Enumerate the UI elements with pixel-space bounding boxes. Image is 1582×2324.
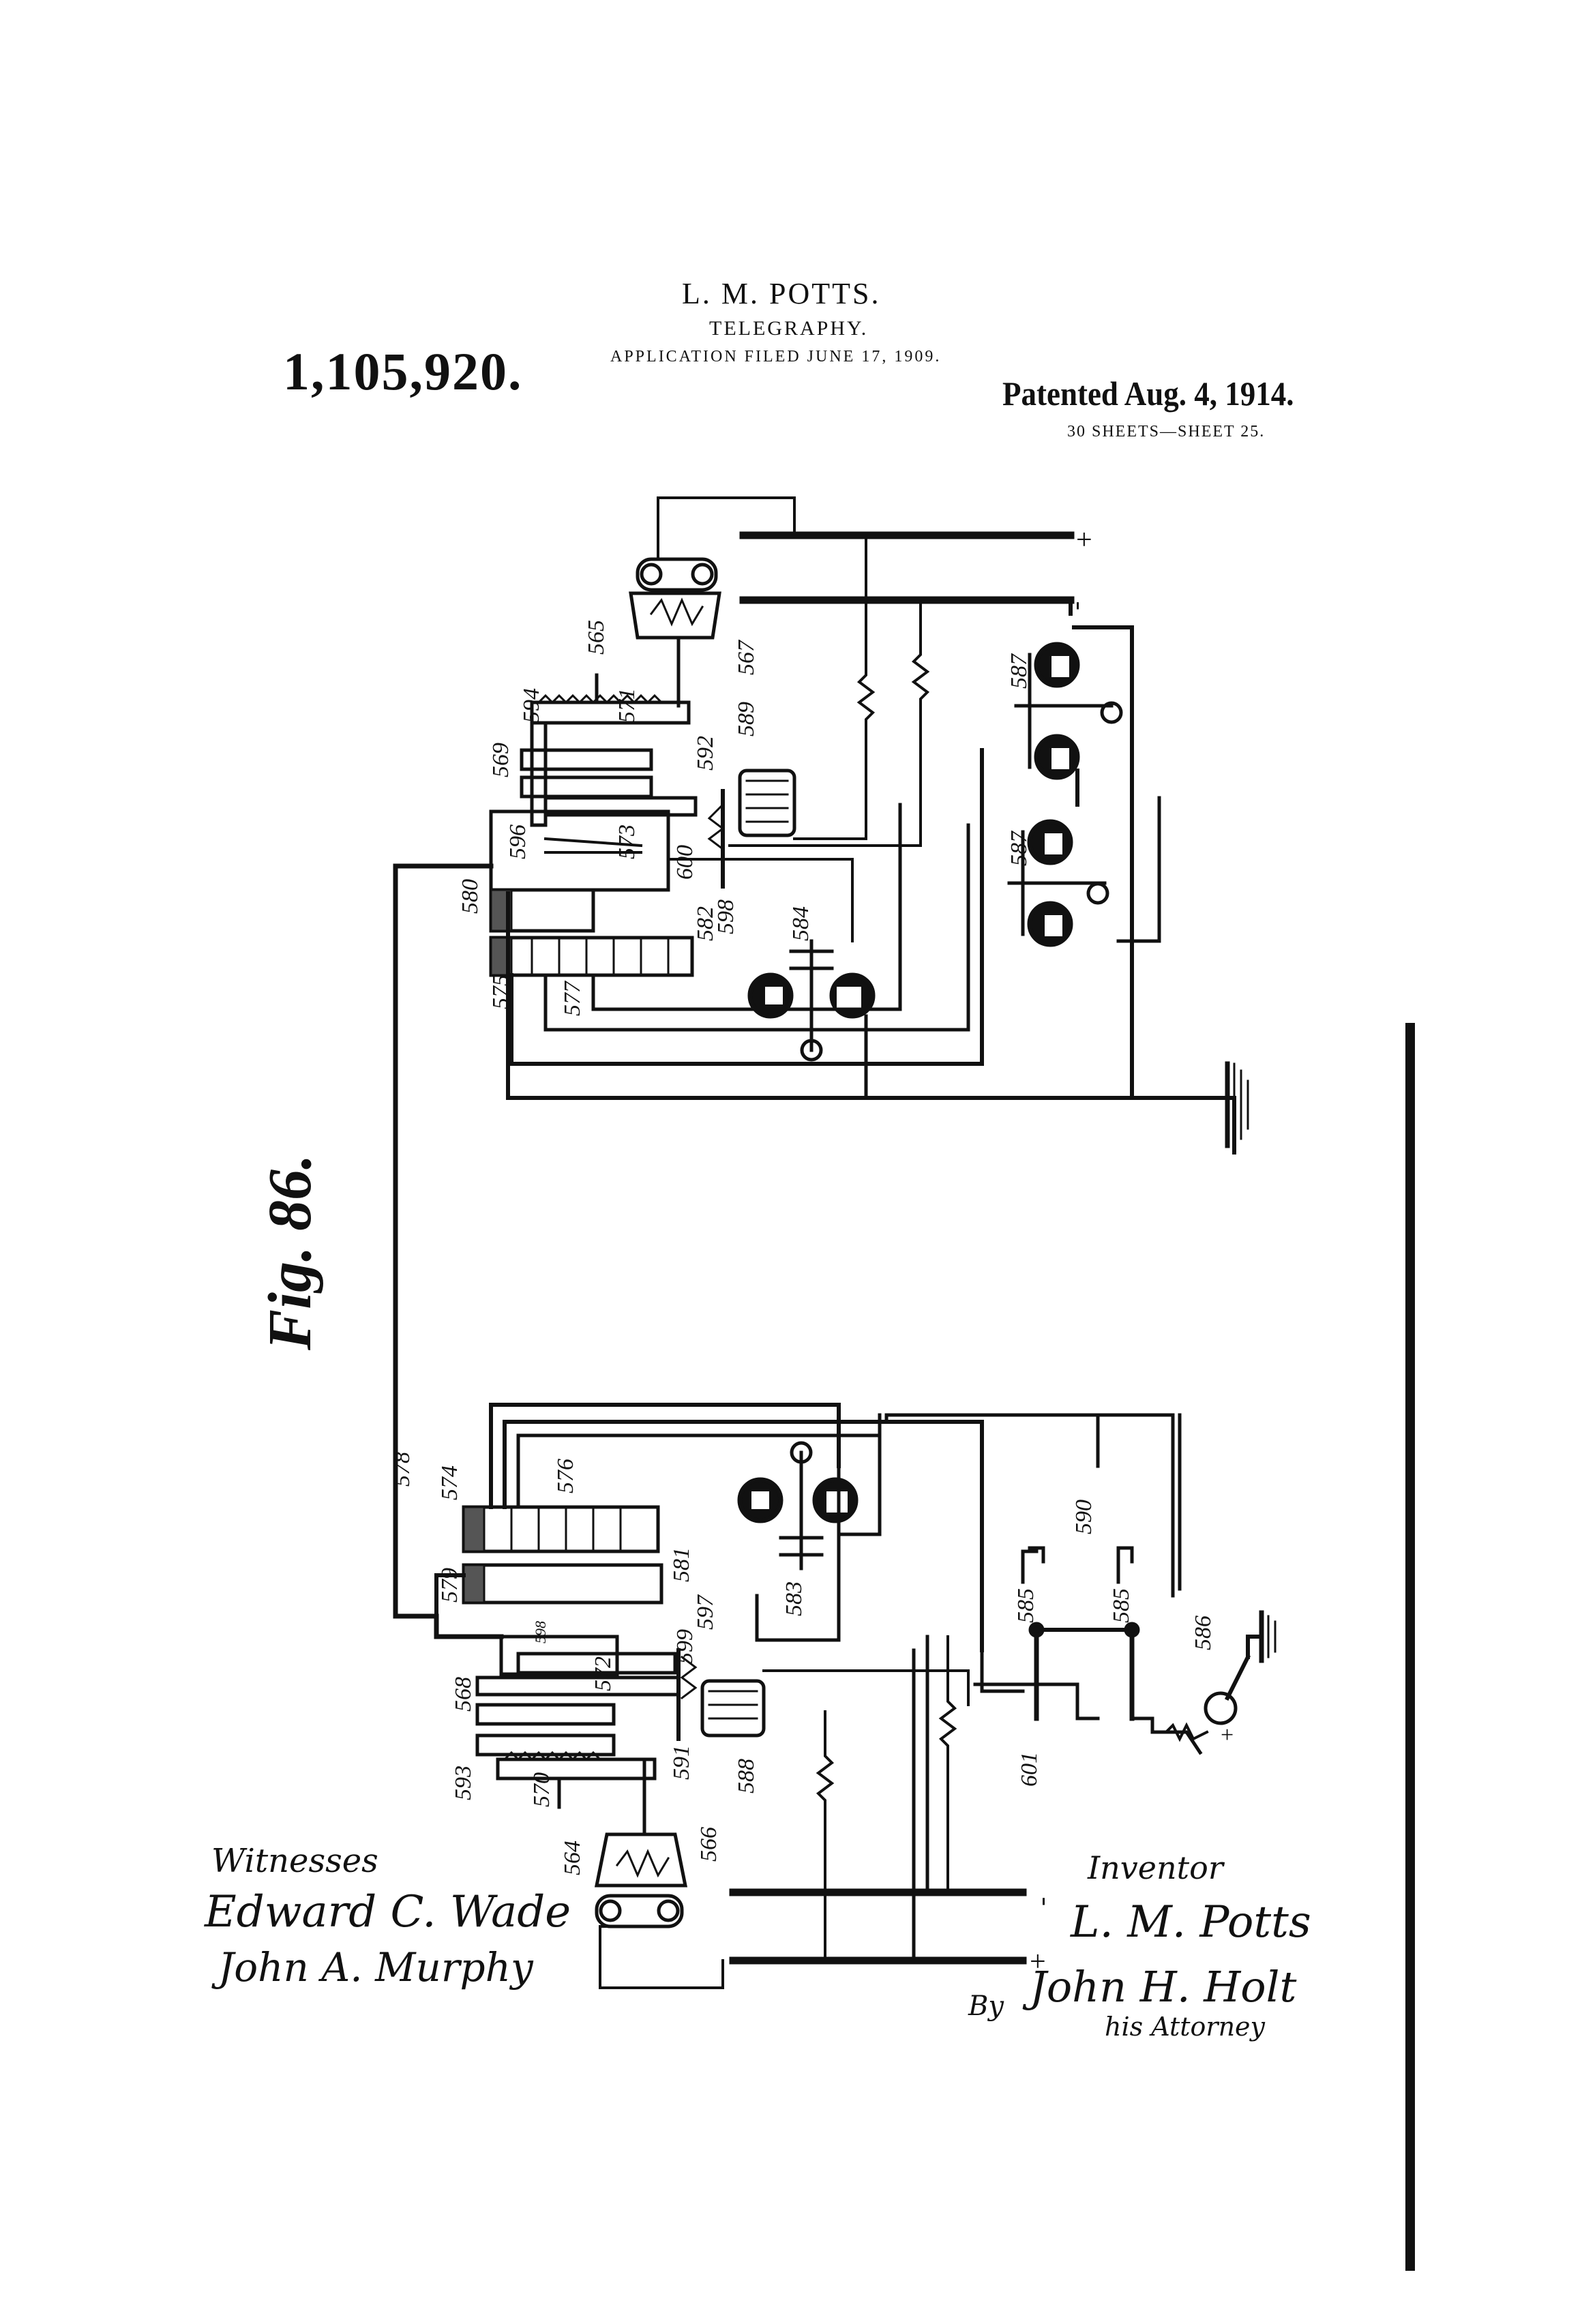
plus-terminal-top: + — [1076, 524, 1092, 556]
ref-label: 567 — [734, 639, 759, 675]
ref-label: 589 — [734, 702, 759, 736]
ref-label: 601 — [1017, 1752, 1042, 1787]
ref-label: 569 — [488, 743, 513, 777]
ref-label: 598 — [532, 1621, 549, 1643]
witnesses-label: Witnesses — [211, 1842, 378, 1880]
figure-label: Fig. 86. — [256, 1154, 324, 1351]
ref-label: 597 — [693, 1594, 718, 1630]
ref-label: 573 — [614, 824, 640, 859]
ref-label: 578 — [389, 1452, 415, 1487]
ref-label: 577 — [560, 980, 585, 1016]
ref-label: 584 — [788, 906, 814, 941]
attorney-label: his Attorney — [1105, 2012, 1266, 2042]
application-filed: APPLICATION FILED JUNE 17, 1909. — [610, 348, 942, 366]
ref-label: 592 — [693, 736, 718, 771]
ref-label: 587 — [1006, 830, 1032, 866]
ref-label: 580 — [458, 879, 483, 914]
ref-label: 587 — [1006, 653, 1032, 689]
ref-label: 588 — [734, 1759, 759, 1793]
ref-label: 564 — [560, 1841, 585, 1875]
sheet-count: 30 SHEETS—SHEET 25. — [1067, 423, 1266, 441]
ref-label: 575 — [488, 974, 513, 1009]
plus-terminal-bottom: + — [1030, 1946, 1046, 1978]
inventor-name: L. M. POTTS. — [682, 277, 881, 310]
ref-label: 585 — [1109, 1588, 1134, 1623]
ref-label: 600 — [672, 845, 698, 880]
ref-label: 599 — [672, 1629, 698, 1664]
patented-date: Patented Aug. 4, 1914. — [1002, 374, 1294, 413]
ref-label: 596 — [505, 824, 531, 859]
ref-label: 598 — [713, 899, 738, 934]
attorney-signature: John H. Holt — [1022, 1962, 1296, 2012]
ref-label: 571 — [614, 688, 640, 723]
ref-label: 574 — [437, 1465, 462, 1500]
by-label: By — [968, 1991, 1004, 2022]
inventor-signature: L. M. Potts — [1070, 1897, 1311, 1948]
inventor-label: Inventor — [1087, 1849, 1225, 1886]
ref-label: 593 — [451, 1766, 476, 1800]
ref-label: 572 — [591, 1656, 616, 1691]
witness-signature-1: Edward C. Wade — [204, 1887, 571, 1937]
ref-label: 594 — [519, 688, 544, 723]
plus-terminal-generator: + — [1221, 1723, 1234, 1748]
ref-label: 582 — [693, 906, 718, 941]
ref-label: 583 — [781, 1581, 807, 1616]
ref-label: 581 — [669, 1547, 694, 1582]
ref-label: 576 — [553, 1459, 578, 1493]
patent-number: 1,105,920. — [283, 342, 523, 401]
ref-label: 570 — [529, 1772, 554, 1807]
ref-label: 585 — [1013, 1588, 1039, 1623]
ref-label: 565 — [584, 620, 609, 655]
minus-terminal-top: - — [1060, 601, 1090, 610]
ref-label: 591 — [669, 1745, 694, 1780]
ref-label: 579 — [437, 1568, 462, 1603]
patent-title: TELEGRAPHY. — [709, 317, 869, 340]
minus-terminal-bottom: - — [1026, 1897, 1056, 1906]
witness-signature-2: John A. Murphy — [211, 1944, 534, 1991]
ref-label: 590 — [1071, 1500, 1096, 1534]
ref-label: 568 — [451, 1677, 476, 1712]
ref-label: 566 — [696, 1827, 721, 1862]
ref-label: 586 — [1191, 1615, 1216, 1650]
